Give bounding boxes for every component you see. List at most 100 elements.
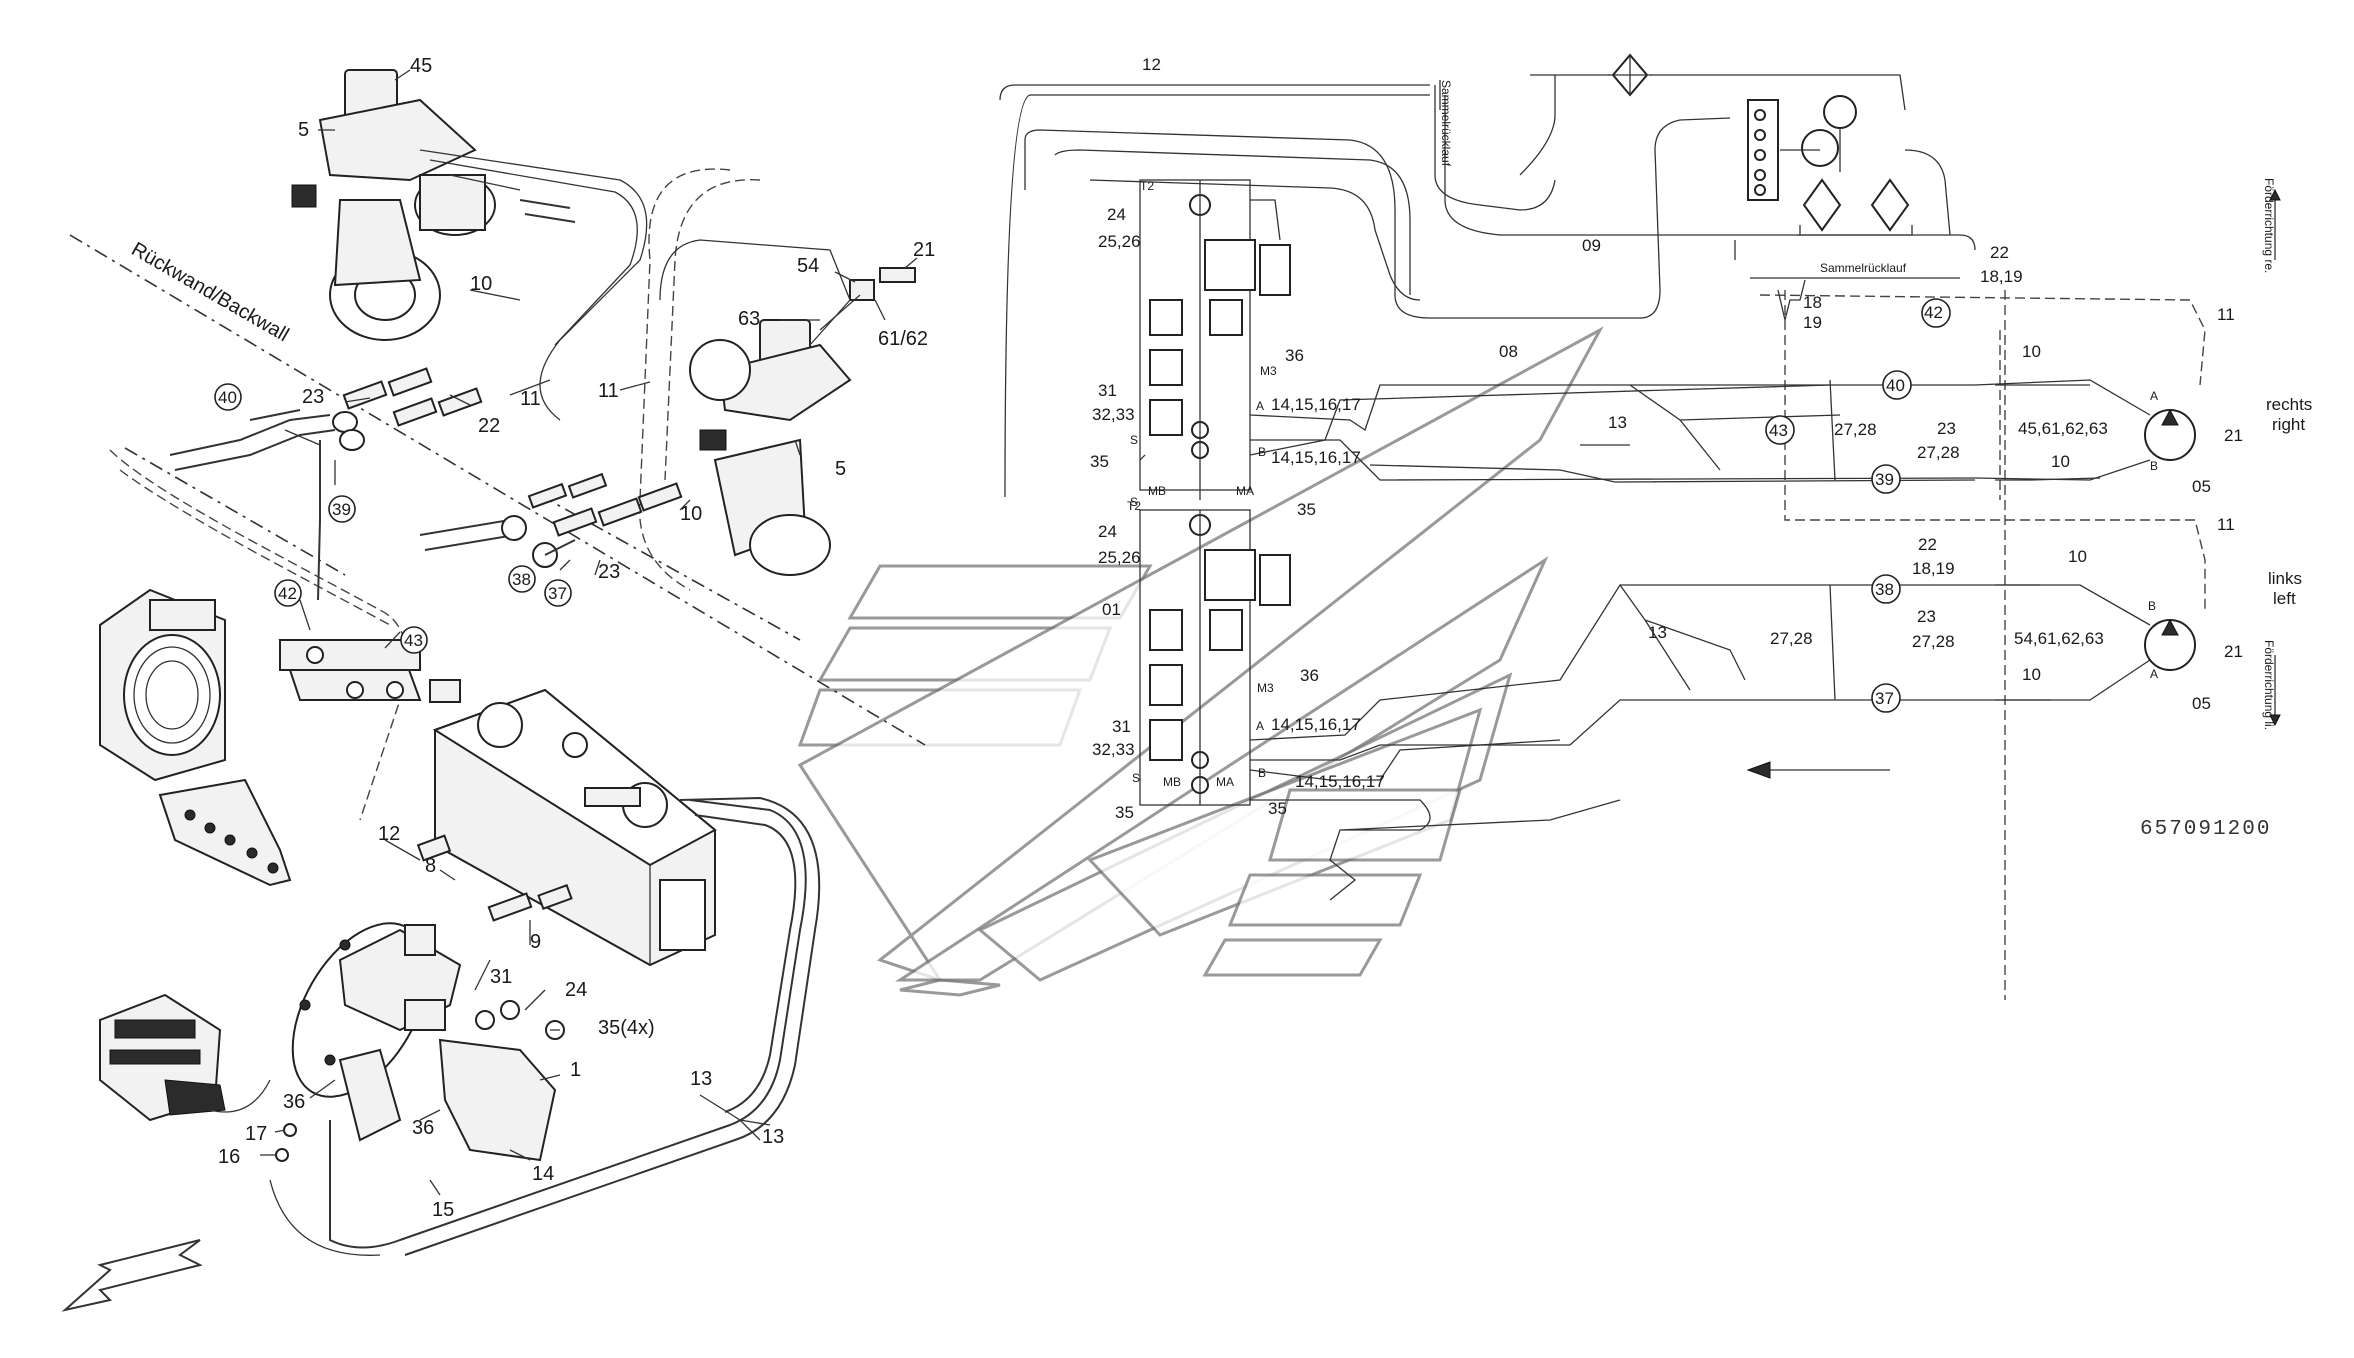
backwall-line	[69, 234, 926, 746]
ref-10-d: 10	[2022, 665, 2041, 684]
callout-8: 8	[425, 855, 436, 877]
callout-24: 24	[565, 979, 587, 1001]
callout-23-mid: 23	[598, 561, 620, 583]
ref-05-a: 05	[2192, 477, 2211, 496]
ref-18-a: 18	[1803, 293, 1822, 312]
callout-10-mid: 10	[680, 503, 702, 525]
ref-45-61-62-63: 45,61,62,63	[2018, 419, 2108, 438]
callout-39: 39	[332, 500, 351, 519]
port-motor-left-a: A	[2150, 667, 2158, 681]
node-39: 39	[1875, 470, 1894, 489]
ref-14-17-b: 14,15,16,17	[1271, 448, 1361, 467]
rechts-label: rechts	[2266, 395, 2312, 414]
ref-10-a: 10	[2022, 342, 2041, 361]
callout-22: 22	[478, 415, 500, 437]
ref-23-a: 23	[1937, 419, 1956, 438]
node-38: 38	[1875, 580, 1894, 599]
sammelruecklauf-top: Sammelrücklauf	[1439, 80, 1453, 167]
ref-05-b: 05	[2192, 694, 2211, 713]
ref-35-b: 35	[1297, 500, 1316, 519]
ref-11-b: 11	[2217, 515, 2235, 534]
port-motor-right-a: A	[2150, 389, 2158, 403]
callout-16: 16	[218, 1146, 240, 1168]
callout-11-right: 11	[598, 380, 619, 402]
ref-35-d: 35	[1268, 799, 1287, 818]
port-b-a: B	[1258, 445, 1266, 459]
ref-18-19-a: 18,19	[1980, 267, 2023, 286]
ref-21-a: 21	[2224, 426, 2243, 445]
ref-13-b: 13	[1648, 623, 1667, 642]
ref-27-28-d: 27,28	[1912, 632, 1955, 651]
node-40: 40	[1886, 376, 1905, 395]
node-42: 42	[1924, 303, 1943, 322]
hydraulic-motor-right	[659, 239, 916, 576]
ref-11-a: 11	[2217, 305, 2235, 324]
ref-08: 08	[1499, 342, 1518, 361]
ref-14-17-d: 14,15,16,17	[1295, 772, 1385, 791]
ref-25-26-a: 25,26	[1098, 232, 1141, 251]
port-a-b: A	[1256, 719, 1264, 733]
ref-35-a: 35	[1090, 452, 1109, 471]
ref-36-a: 36	[1285, 346, 1304, 365]
port-motor-right-b: B	[2150, 459, 2158, 473]
ref-24-b: 24	[1098, 522, 1117, 541]
ref-54-61-62-63: 54,61,62,63	[2014, 629, 2104, 648]
ref-10-c: 10	[2068, 547, 2087, 566]
node-43: 43	[1769, 421, 1788, 440]
ref-27-28-b: 27,28	[1917, 443, 1960, 462]
callout-14: 14	[532, 1163, 554, 1185]
callout-1: 1	[570, 1059, 581, 1081]
ref-10-b: 10	[2051, 452, 2070, 471]
callout-35-4x: 35(4x)	[598, 1017, 655, 1039]
port-mb-b: MB	[1163, 775, 1181, 789]
ref-32-33-b: 32,33	[1092, 740, 1135, 759]
control-valve-2	[1139, 509, 1291, 806]
node-37: 37	[1875, 689, 1894, 708]
centerline-short	[124, 447, 346, 576]
ref-14-17-c: 14,15,16,17	[1271, 715, 1361, 734]
callout-43: 43	[404, 631, 423, 650]
callout-13-upper: 13	[690, 1068, 712, 1090]
callout-5-right: 5	[835, 458, 846, 480]
port-ma-b: MA	[1216, 775, 1234, 789]
port-m3-a: M3	[1260, 364, 1277, 378]
port-t2-a: T2	[1140, 179, 1154, 193]
foerderrichtung-li: Förderrichtung li.	[2262, 640, 2276, 730]
port-a-a: A	[1256, 399, 1264, 413]
ref-01: 01	[1102, 600, 1121, 619]
callout-36-left: 36	[283, 1091, 305, 1113]
callout-15: 15	[432, 1199, 454, 1221]
ref-19-a: 19	[1803, 313, 1822, 332]
callout-21: 21	[913, 239, 935, 261]
ref-18-19-b: 18,19	[1912, 559, 1955, 578]
port-mb-a: MB	[1148, 484, 1166, 498]
callout-36-right: 36	[412, 1117, 434, 1139]
foerderrichtung-re: Förderrichtung re.	[2262, 178, 2276, 273]
ref-21-b: 21	[2224, 642, 2243, 661]
callout-17: 17	[245, 1123, 267, 1145]
ref-31-a: 31	[1098, 381, 1117, 400]
filter-top	[1608, 53, 1913, 236]
hydraulic-motor-top	[291, 69, 496, 341]
ref-13-a: 13	[1608, 413, 1627, 432]
ref-32-33-a: 32,33	[1092, 405, 1135, 424]
manifold-block	[278, 638, 461, 703]
ref-27-28-a: 27,28	[1834, 420, 1877, 439]
port-s-b: S	[1130, 495, 1138, 509]
callout-23-top: 23	[302, 386, 324, 408]
port-s-c: S	[1132, 771, 1140, 785]
fittings-left	[169, 367, 483, 601]
callout-45: 45	[410, 55, 432, 77]
port-s-a: S	[1130, 433, 1138, 447]
assembly-drawing	[61, 69, 926, 1312]
callout-42: 42	[278, 584, 297, 603]
callout-40: 40	[218, 388, 237, 407]
distribution-bar	[158, 778, 292, 887]
pump-assembly-left	[99, 993, 271, 1122]
ref-09: 09	[1582, 236, 1601, 255]
ref-23-b: 23	[1917, 607, 1936, 626]
callout-10-top: 10	[470, 273, 492, 295]
ref-12: 12	[1142, 55, 1161, 74]
ref-31-b: 31	[1112, 717, 1131, 736]
